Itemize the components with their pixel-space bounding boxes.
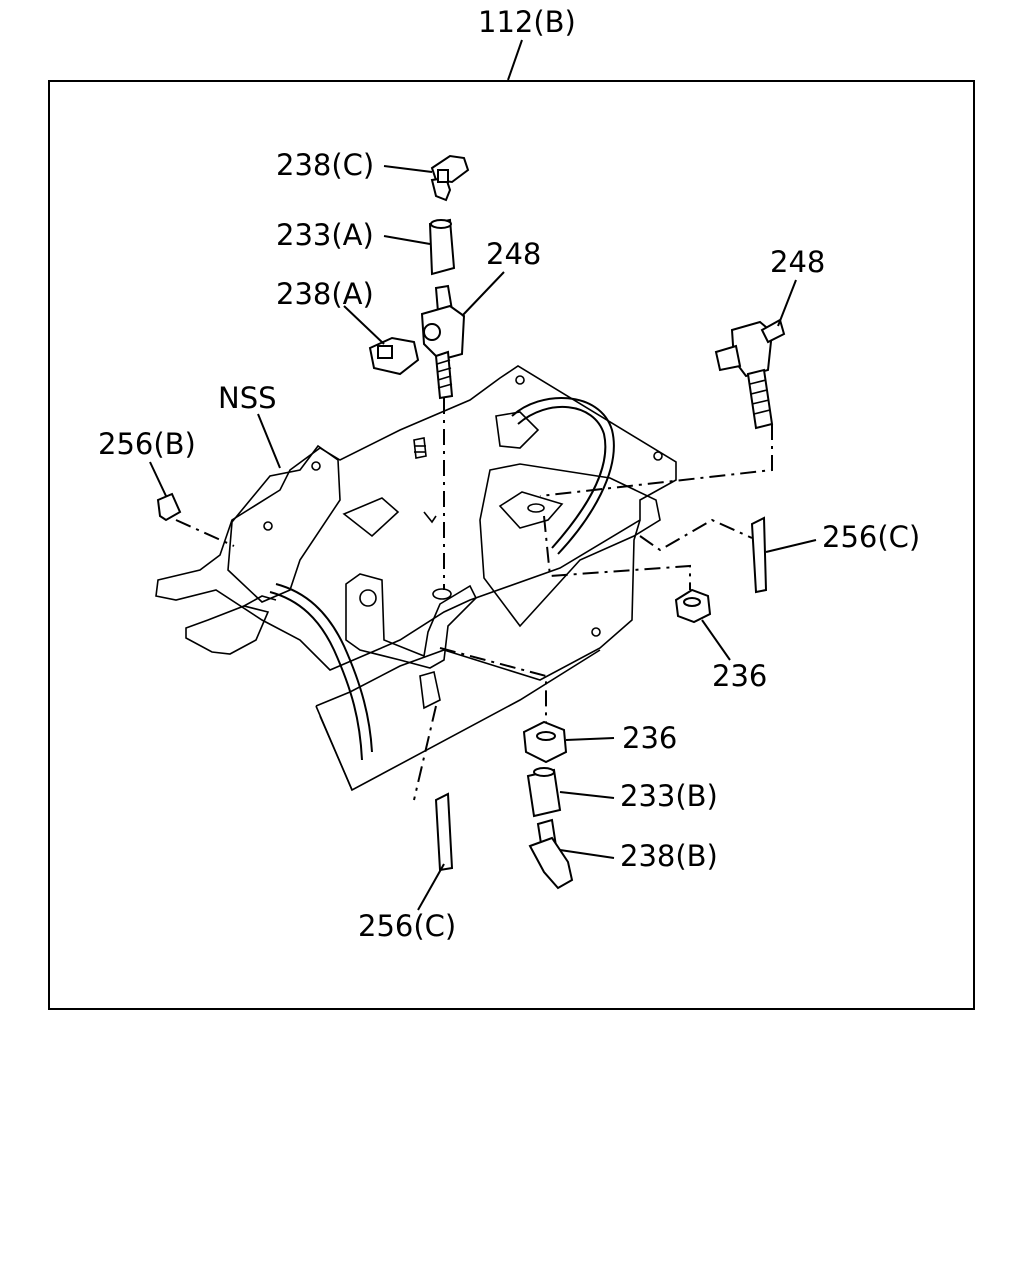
fitting-238a bbox=[368, 336, 420, 376]
brake-pipe bbox=[269, 397, 615, 761]
label-248-right: 248 bbox=[770, 245, 825, 279]
label-238c: 238(C) bbox=[276, 148, 374, 182]
tee-248-center bbox=[420, 284, 466, 400]
label-236-right: 236 bbox=[712, 659, 767, 693]
fitting-238c bbox=[430, 154, 470, 202]
nut-233a bbox=[428, 218, 456, 276]
nut-236-center bbox=[522, 720, 568, 764]
label-238b: 238(B) bbox=[620, 839, 718, 873]
leader-lines bbox=[149, 165, 817, 911]
mounting-bracket bbox=[155, 365, 677, 792]
nut-233b bbox=[526, 767, 562, 818]
group-leader bbox=[507, 39, 523, 81]
label-256b: 256(B) bbox=[98, 427, 196, 461]
label-236-center: 236 bbox=[622, 721, 677, 755]
label-nss: NSS bbox=[218, 381, 277, 415]
hose-256c-bottom bbox=[434, 792, 454, 872]
group-label: 112(B) bbox=[478, 5, 576, 39]
label-256c-right: 256(C) bbox=[822, 520, 920, 554]
hose-256c-right bbox=[750, 516, 768, 594]
label-233b: 233(B) bbox=[620, 779, 718, 813]
label-238a: 238(A) bbox=[276, 277, 374, 311]
nut-236-right bbox=[674, 588, 712, 624]
assembly-lines bbox=[175, 398, 773, 801]
diagram-frame bbox=[48, 80, 975, 1010]
fitting-238b bbox=[528, 818, 574, 890]
clip-256b bbox=[156, 492, 182, 522]
tee-248-right bbox=[714, 318, 786, 430]
label-248-center: 248 bbox=[486, 237, 541, 271]
label-256c-bottom: 256(C) bbox=[358, 909, 456, 943]
label-233a: 233(A) bbox=[276, 218, 374, 252]
